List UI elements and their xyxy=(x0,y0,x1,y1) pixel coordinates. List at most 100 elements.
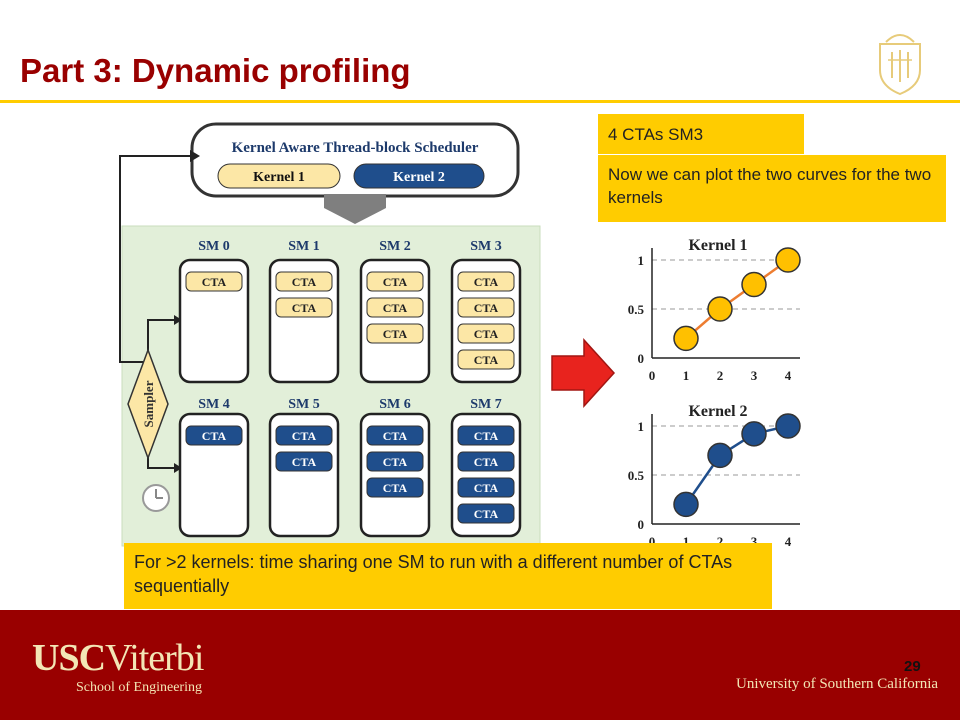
cta-block xyxy=(457,349,515,370)
cta-block xyxy=(366,451,424,472)
cta-label: CTA xyxy=(474,353,499,367)
cta-block xyxy=(185,271,243,292)
kernel-chart: Kernel 2 0 0.5 1 0 1 2 3 4 xyxy=(628,403,801,546)
x-tick-label: 0 xyxy=(649,368,656,383)
data-point xyxy=(775,413,801,439)
y-tick-label: 1 xyxy=(638,419,645,434)
sm-grid: SM 0 CTA SM 1 CTA CTA SM 2 CTA CTA CTA SM 3 CTA CTA… xyxy=(178,239,522,538)
cta-block xyxy=(457,451,515,472)
x-tick-label: 1 xyxy=(683,534,690,546)
sampler-label: Sampler xyxy=(141,380,156,427)
cta-block xyxy=(366,271,424,292)
cta-block xyxy=(275,297,333,318)
cta-label: CTA xyxy=(292,301,317,315)
usc-seal-icon xyxy=(879,34,921,96)
cta-label: CTA xyxy=(383,429,408,443)
cta-block xyxy=(457,323,515,344)
callout-time-sharing: For >2 kernels: time sharing one SM to r… xyxy=(124,543,772,609)
cta-block xyxy=(275,271,333,292)
cta-label: CTA xyxy=(474,455,499,469)
data-point xyxy=(741,271,767,298)
cta-label: CTA xyxy=(202,275,227,289)
data-point xyxy=(673,325,699,352)
cta-label: CTA xyxy=(474,301,499,315)
cta-block xyxy=(366,477,424,498)
x-tick-label: 0 xyxy=(649,534,656,546)
cta-label: CTA xyxy=(202,429,227,443)
series-line xyxy=(684,424,789,506)
x-tick-label: 4 xyxy=(785,368,792,383)
arrow-head-icon xyxy=(190,150,200,162)
scheduler-title: Kernel Aware Thread-block Scheduler xyxy=(232,140,479,156)
clock-icon xyxy=(142,484,170,512)
data-point xyxy=(707,296,733,322)
viterbi-logo-text: Viterbi xyxy=(105,637,204,679)
cta-label: CTA xyxy=(474,507,499,521)
y-tick-label: 0.5 xyxy=(628,302,645,317)
kernel2-pill xyxy=(353,163,485,189)
school-name: School of Engineering xyxy=(76,680,202,695)
kernel2-pill-label: Kernel 2 xyxy=(393,170,445,185)
cta-block xyxy=(366,323,424,344)
kernel1-pill xyxy=(217,163,341,189)
sm-title: SM 6 xyxy=(379,397,411,412)
cta-block xyxy=(457,477,515,498)
footer-bar xyxy=(0,610,960,720)
feedback-line xyxy=(119,155,190,363)
x-tick-label: 3 xyxy=(751,534,758,546)
page-number: 29 xyxy=(904,658,921,675)
cta-label: CTA xyxy=(292,275,317,289)
cta-block xyxy=(457,425,515,446)
data-point xyxy=(741,421,767,447)
callout-plot-curves: Now we can plot the two curves for the t… xyxy=(598,155,946,222)
y-tick-label: 0.5 xyxy=(628,468,645,483)
arrow-head-icon xyxy=(174,463,182,473)
cta-block xyxy=(366,425,424,446)
cta-label: CTA xyxy=(474,481,499,495)
chart-title: Kernel 1 xyxy=(688,237,747,254)
y-tick-label: 1 xyxy=(638,253,645,268)
cta-label: CTA xyxy=(474,429,499,443)
x-tick-label: 2 xyxy=(717,534,724,546)
sm-title: SM 3 xyxy=(470,239,502,254)
cta-block xyxy=(457,271,515,292)
cta-block xyxy=(457,297,515,318)
sm-title: SM 1 xyxy=(288,239,320,254)
cta-label: CTA xyxy=(474,275,499,289)
red-arrow-icon xyxy=(551,338,616,408)
x-tick-label: 4 xyxy=(785,534,792,546)
cta-label: CTA xyxy=(383,275,408,289)
y-tick-label: 0 xyxy=(638,351,645,366)
usc-viterbi-logo: USCViterbi xyxy=(32,636,204,680)
cta-label: CTA xyxy=(292,455,317,469)
series-line xyxy=(685,258,789,340)
sm-title: SM 0 xyxy=(198,239,230,254)
cta-block xyxy=(275,451,333,472)
x-tick-label: 1 xyxy=(683,368,690,383)
chart-title: Kernel 2 xyxy=(688,403,747,420)
x-tick-label: 3 xyxy=(751,368,758,383)
down-arrow-icon xyxy=(324,194,386,224)
title-divider xyxy=(0,100,960,103)
cta-label: CTA xyxy=(474,327,499,341)
data-point xyxy=(707,442,733,469)
kernel1-pill-label: Kernel 1 xyxy=(253,170,305,185)
cta-block xyxy=(457,503,515,524)
cta-block xyxy=(275,425,333,446)
cta-block xyxy=(185,425,243,446)
cta-label: CTA xyxy=(383,455,408,469)
cta-label: CTA xyxy=(383,481,408,495)
slide-title: Part 3: Dynamic profiling xyxy=(20,52,411,89)
sm-title: SM 4 xyxy=(198,397,230,412)
sm-title: SM 2 xyxy=(379,239,411,254)
data-point xyxy=(673,491,699,518)
y-tick-label: 0 xyxy=(638,517,645,532)
arrow-head-icon xyxy=(174,315,182,325)
cta-label: CTA xyxy=(292,429,317,443)
sampler-diamond xyxy=(127,347,169,461)
scheduler-diagram: Kernel Aware Thread-block Scheduler Kern… xyxy=(119,122,541,547)
kernel-chart: Kernel 1 0 0.5 1 0 1 2 3 4 xyxy=(628,237,801,383)
x-tick-label: 2 xyxy=(717,368,724,383)
cta-label: CTA xyxy=(383,327,408,341)
